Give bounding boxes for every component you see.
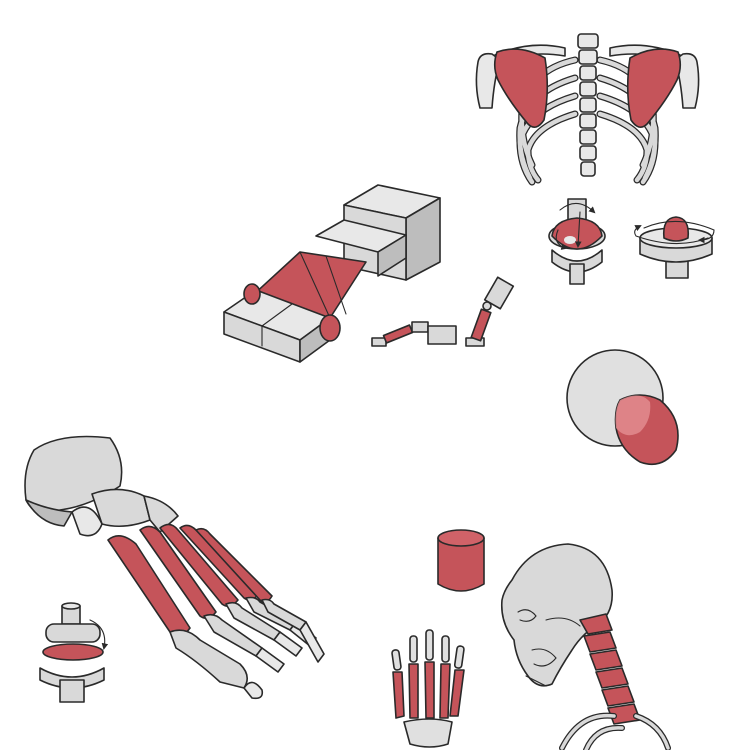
metatarsals	[107, 523, 273, 636]
hinge-flex-diagram	[371, 276, 515, 347]
ball-and-socket-joint-model	[548, 198, 606, 285]
phalanges	[169, 596, 325, 700]
skeletal-hand	[391, 629, 465, 748]
block-foot-model	[223, 184, 441, 363]
hinge-segment	[382, 324, 414, 344]
scapula-right	[626, 48, 682, 128]
cylinder	[437, 537, 485, 592]
rotation-arrows-icon	[559, 202, 596, 214]
carpals	[403, 718, 453, 748]
hinge-joint-model	[39, 602, 109, 703]
scapula-left	[493, 48, 549, 128]
curved-arrow-icon	[89, 619, 109, 650]
metacarpals	[392, 661, 465, 719]
hand-phalanges	[391, 629, 465, 671]
sphere-and-cylinder-form	[566, 349, 679, 466]
cervical-vertebrae	[579, 613, 641, 725]
skull	[500, 543, 613, 687]
pivot-joint-model	[634, 216, 715, 279]
eye-socket	[517, 609, 537, 622]
rotation-arrow-icon	[643, 220, 715, 244]
skull-and-cervical-spine	[500, 543, 671, 750]
skeletal-foot	[24, 435, 325, 700]
rib-cage-with-scapulae	[475, 33, 700, 186]
cylinder-form	[437, 529, 485, 592]
thoracic-spine	[577, 33, 599, 177]
